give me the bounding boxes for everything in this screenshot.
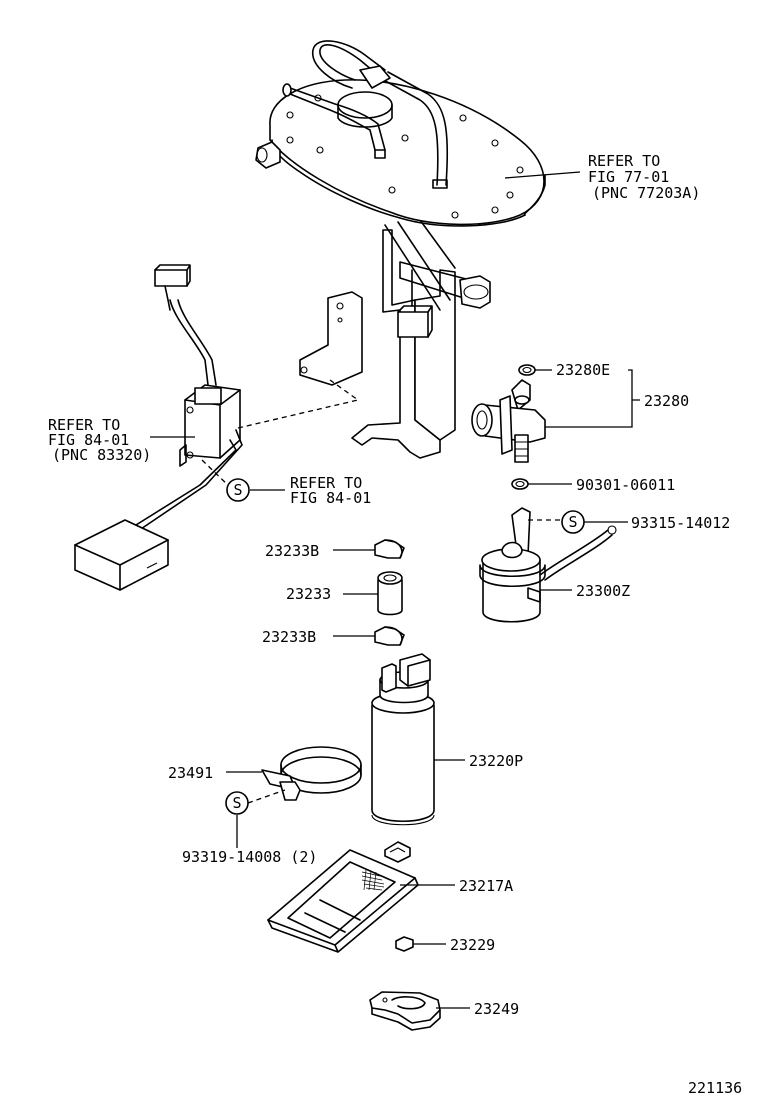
pump-cushion bbox=[395, 936, 414, 952]
part-label-23249: 23249 bbox=[474, 1000, 519, 1018]
svg-text:S: S bbox=[568, 513, 577, 531]
svg-text:(PNC 77203A): (PNC 77203A) bbox=[592, 184, 700, 202]
part-label-23491: 23491 bbox=[168, 764, 213, 782]
fuel-tank-plate-assembly bbox=[255, 40, 546, 459]
part-label-23229: 23229 bbox=[450, 936, 495, 954]
part-label-23280E: 23280E bbox=[556, 361, 610, 379]
part-label-23280: 23280 bbox=[644, 392, 689, 410]
refer-note-screw: REFER TO FIG 84-01 bbox=[290, 474, 371, 507]
part-label-23300Z: 23300Z bbox=[576, 582, 630, 600]
pump-band bbox=[247, 746, 362, 804]
svg-text:FIG 84-01: FIG 84-01 bbox=[290, 489, 371, 507]
svg-text:FIG 77-01: FIG 77-01 bbox=[588, 168, 669, 186]
fuel-filter-assembly bbox=[471, 364, 546, 490]
svg-text:S: S bbox=[233, 481, 242, 499]
hose-and-clamps bbox=[374, 539, 405, 646]
refer-note-controller: REFER TO FIG 84-01 (PNC 83320) bbox=[48, 416, 151, 464]
part-label-93315-14012: 93315-14012 bbox=[631, 514, 730, 532]
part-label-23233B-top: 23233B bbox=[265, 542, 319, 560]
part-label-23233B-bottom: 23233B bbox=[262, 628, 316, 646]
part-label-93319-14008: 93319-14008 (2) bbox=[182, 848, 317, 866]
diagram-id: 221136 bbox=[688, 1079, 742, 1097]
svg-text:REFER TO: REFER TO bbox=[290, 474, 362, 492]
part-label-90301-06011: 90301-06011 bbox=[576, 476, 675, 494]
fuel-pump-controller bbox=[74, 264, 360, 591]
refer-note-tank-plate: REFER TO FIG 77-01 (PNC 77203A) bbox=[588, 152, 700, 202]
leader-lines bbox=[150, 171, 640, 1009]
pump-bracket bbox=[369, 991, 441, 1031]
part-label-23233: 23233 bbox=[286, 585, 331, 603]
s-symbol-filter-screw: S bbox=[561, 510, 585, 534]
s-symbol-band-screw: S bbox=[225, 791, 249, 815]
svg-text:REFER TO: REFER TO bbox=[588, 152, 660, 170]
part-label-23217A: 23217A bbox=[459, 877, 513, 895]
part-label-23220P: 23220P bbox=[469, 752, 523, 770]
svg-text:S: S bbox=[232, 794, 241, 812]
pump-filter bbox=[267, 841, 419, 953]
svg-text:(PNC 83320): (PNC 83320) bbox=[52, 446, 151, 464]
svg-text:REFER TO: REFER TO bbox=[48, 416, 120, 434]
s-symbol-controller-screw: S bbox=[226, 478, 250, 502]
fuel-pump bbox=[371, 653, 435, 826]
svg-text:FIG 84-01: FIG 84-01 bbox=[48, 431, 129, 449]
fuel-filter-canister bbox=[479, 507, 617, 623]
